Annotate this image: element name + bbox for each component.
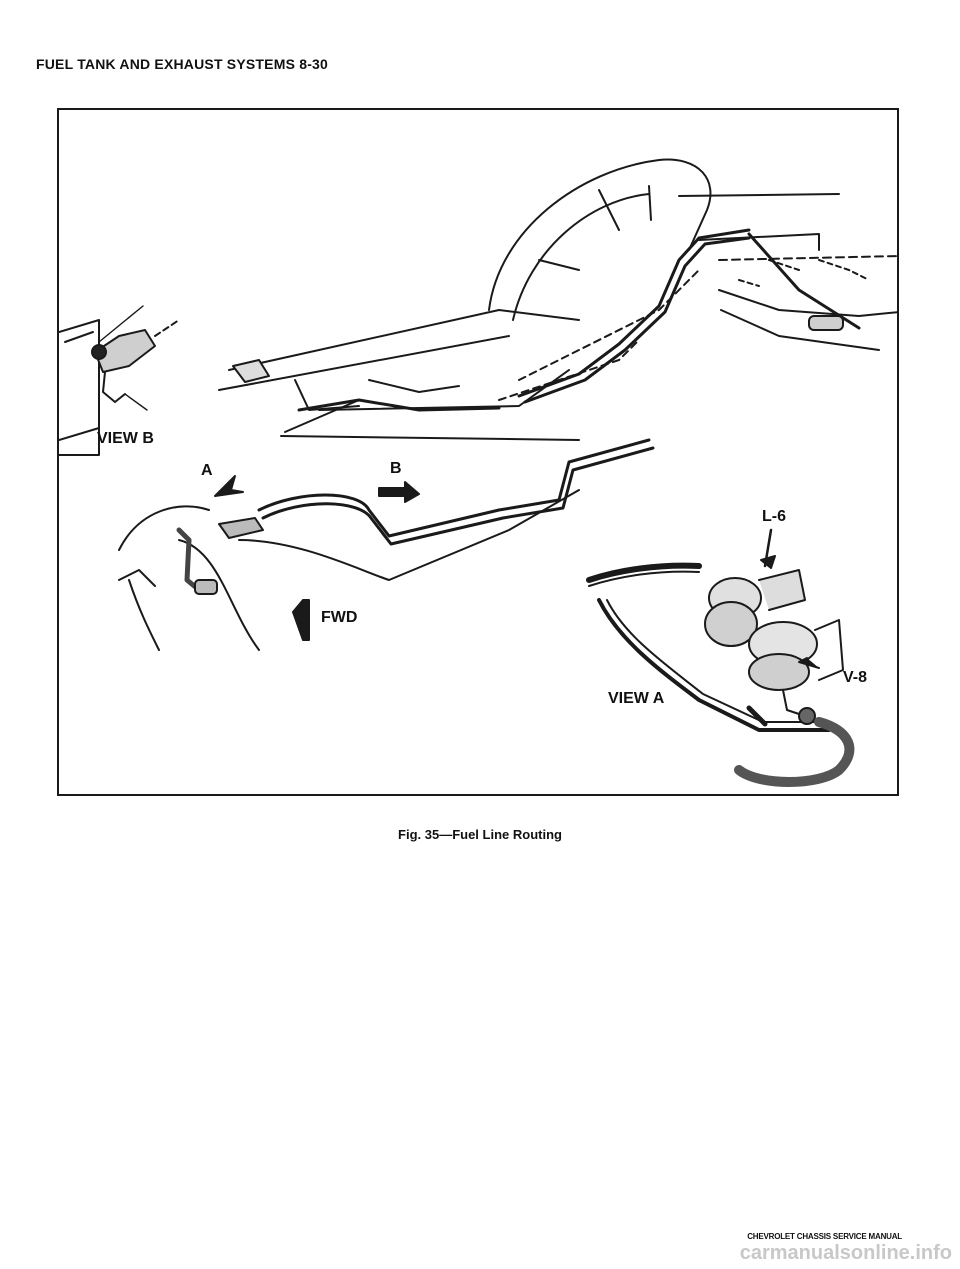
arrow-a (214, 475, 244, 497)
front-frame-section (118, 489, 580, 651)
line-drawing (59, 158, 897, 787)
view-a-detail (586, 528, 855, 787)
fuel-tank-area (718, 259, 897, 351)
fuel-line-illustration: VIEW B A B FWD L-6 V-8 VIEW A (57, 108, 899, 796)
fwd-arrow (292, 599, 310, 641)
view-a-label: VIEW A (608, 690, 665, 707)
b-label: B (390, 460, 402, 477)
wheel-housing (488, 158, 897, 321)
v8-label: V-8 (843, 669, 868, 686)
view-b-detail (59, 305, 180, 456)
frame-rail (218, 269, 700, 441)
page-header: FUEL TANK AND EXHAUST SYSTEMS 8-30 (36, 56, 329, 72)
fuel-line-main (257, 228, 861, 546)
footer-manual-title: CHEVROLET CHASSIS SERVICE MANUAL (747, 1232, 902, 1241)
view-b-label: VIEW B (97, 430, 154, 447)
fwd-label: FWD (321, 609, 358, 626)
figure-caption: Fig. 35—Fuel Line Routing (398, 827, 562, 842)
l6-label: L-6 (762, 508, 786, 525)
a-label: A (201, 462, 213, 479)
arrow-b (378, 481, 420, 503)
watermark: carmanualsonline.info (739, 1242, 952, 1264)
